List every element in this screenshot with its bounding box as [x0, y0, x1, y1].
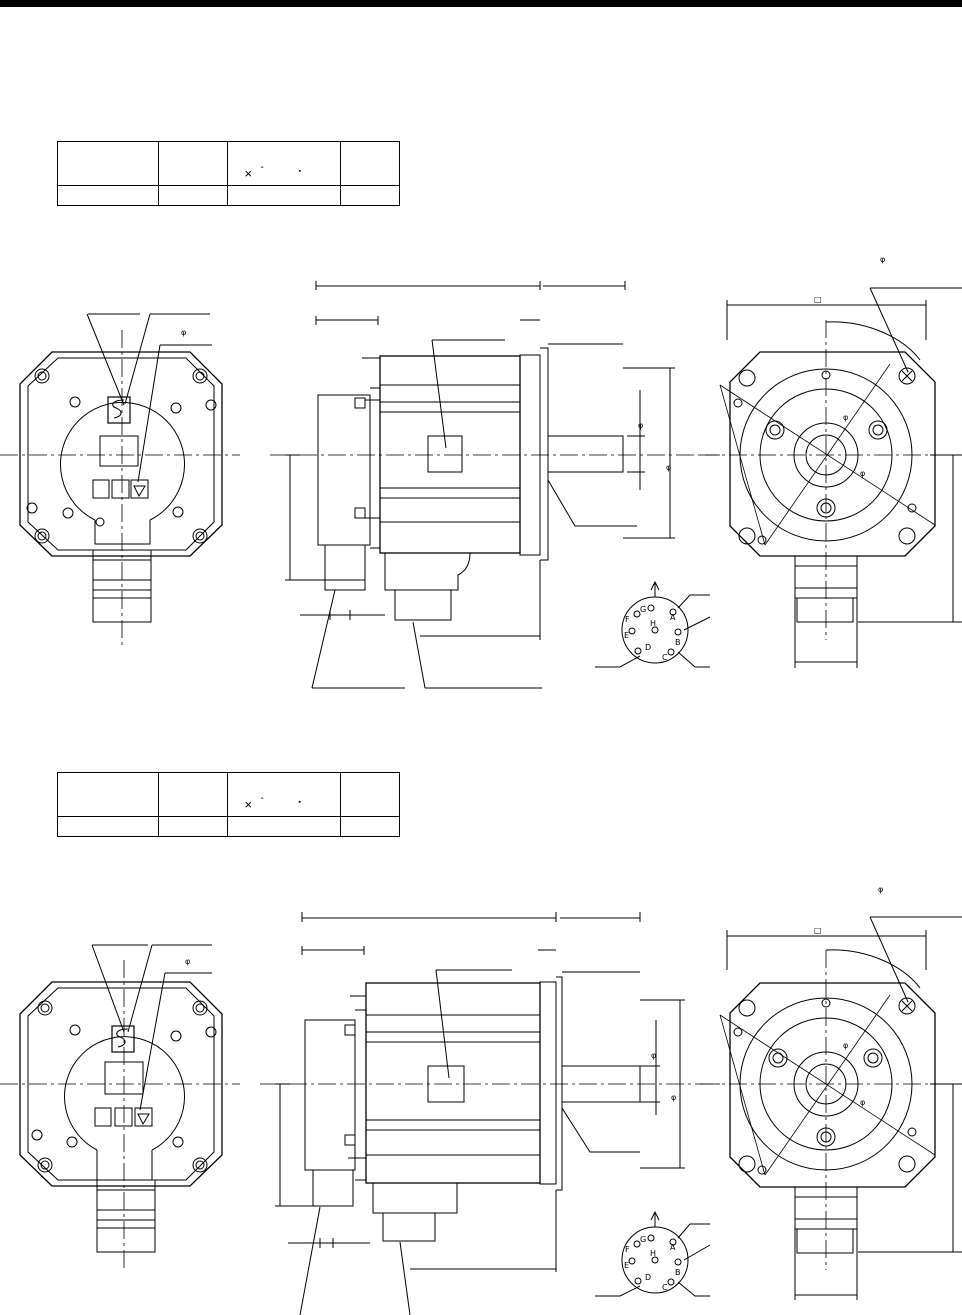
dash-symbol: -: [260, 162, 264, 173]
connector-pin-label: E: [624, 1261, 629, 1270]
dot-symbol: ▪: [298, 799, 301, 806]
front-view: [700, 287, 962, 668]
connector-pin-label: B: [675, 638, 681, 647]
phi-symbol: φ: [181, 328, 186, 337]
rear-view: [0, 313, 240, 645]
connector-pin-label: D: [645, 643, 651, 652]
square-symbol: □: [814, 926, 822, 935]
connector-pinout: [595, 580, 711, 668]
motor-drawing-2: φ □ φ φ φ φ φ G A H B E D C F: [0, 885, 962, 1315]
front-view: [700, 916, 962, 1300]
spec-table-2-header-cell: [57, 772, 159, 817]
connector-pin-label: A: [670, 1243, 676, 1252]
connector-pin-label: C: [662, 653, 668, 662]
connector-pin-label: F: [625, 1245, 630, 1254]
phi-symbol: φ: [185, 957, 190, 966]
spec-table-2-header-cell: [340, 772, 400, 817]
motor-drawing-1: φ □ φ φ φ φ φ G A H B E D C F: [0, 255, 962, 689]
connector-pin-label: A: [670, 613, 676, 622]
phi-symbol: φ: [878, 885, 883, 894]
times-symbol: ×: [244, 166, 253, 181]
rear-view: [0, 944, 240, 1270]
connector-pin-label: D: [645, 1273, 651, 1282]
spec-table-1-cell: [57, 185, 159, 206]
connector-pin-label: H: [650, 619, 656, 628]
dash-symbol: -: [260, 793, 264, 804]
connector-pin-label: G: [640, 605, 646, 614]
spec-table-2: × - ▪: [57, 772, 400, 837]
phi-symbol: φ: [860, 469, 865, 478]
connector-pin-label: E: [624, 631, 629, 640]
spec-table-1: × - ▪: [57, 141, 400, 206]
spec-table-2-cell: [227, 816, 342, 837]
spec-table-2-header-cell: [157, 772, 229, 817]
phi-symbol: φ: [671, 1093, 676, 1102]
side-view: [260, 912, 720, 1315]
spec-table-2-cell: [340, 816, 400, 837]
spec-table-1-header-cell: × - ▪: [227, 141, 342, 186]
dot-symbol: ▪: [298, 168, 301, 175]
phi-symbol: φ: [651, 1051, 656, 1060]
phi-symbol: φ: [843, 413, 848, 422]
connector-pinout: [595, 1210, 711, 1297]
spec-table-1-cell: [340, 185, 400, 206]
connector-pin-label: B: [675, 1268, 681, 1277]
connector-pin-label: C: [662, 1283, 668, 1292]
spec-table-1-header-cell: [340, 141, 400, 186]
square-symbol: □: [814, 295, 822, 304]
phi-symbol: φ: [880, 255, 885, 264]
spec-table-2-cell: [57, 816, 159, 837]
phi-symbol: φ: [666, 463, 671, 472]
phi-symbol: φ: [860, 1098, 865, 1107]
phi-symbol: φ: [843, 1041, 848, 1050]
spec-table-2-header-cell: × - ▪: [227, 772, 342, 817]
side-view: [270, 281, 720, 689]
spec-table-2-cell: [157, 816, 229, 837]
times-symbol: ×: [244, 797, 253, 812]
connector-pin-label: F: [625, 615, 630, 624]
connector-pin-label: H: [650, 1249, 656, 1258]
phi-symbol: φ: [638, 421, 643, 430]
page-top-rule: [0, 0, 962, 7]
connector-pin-label: G: [640, 1235, 646, 1244]
